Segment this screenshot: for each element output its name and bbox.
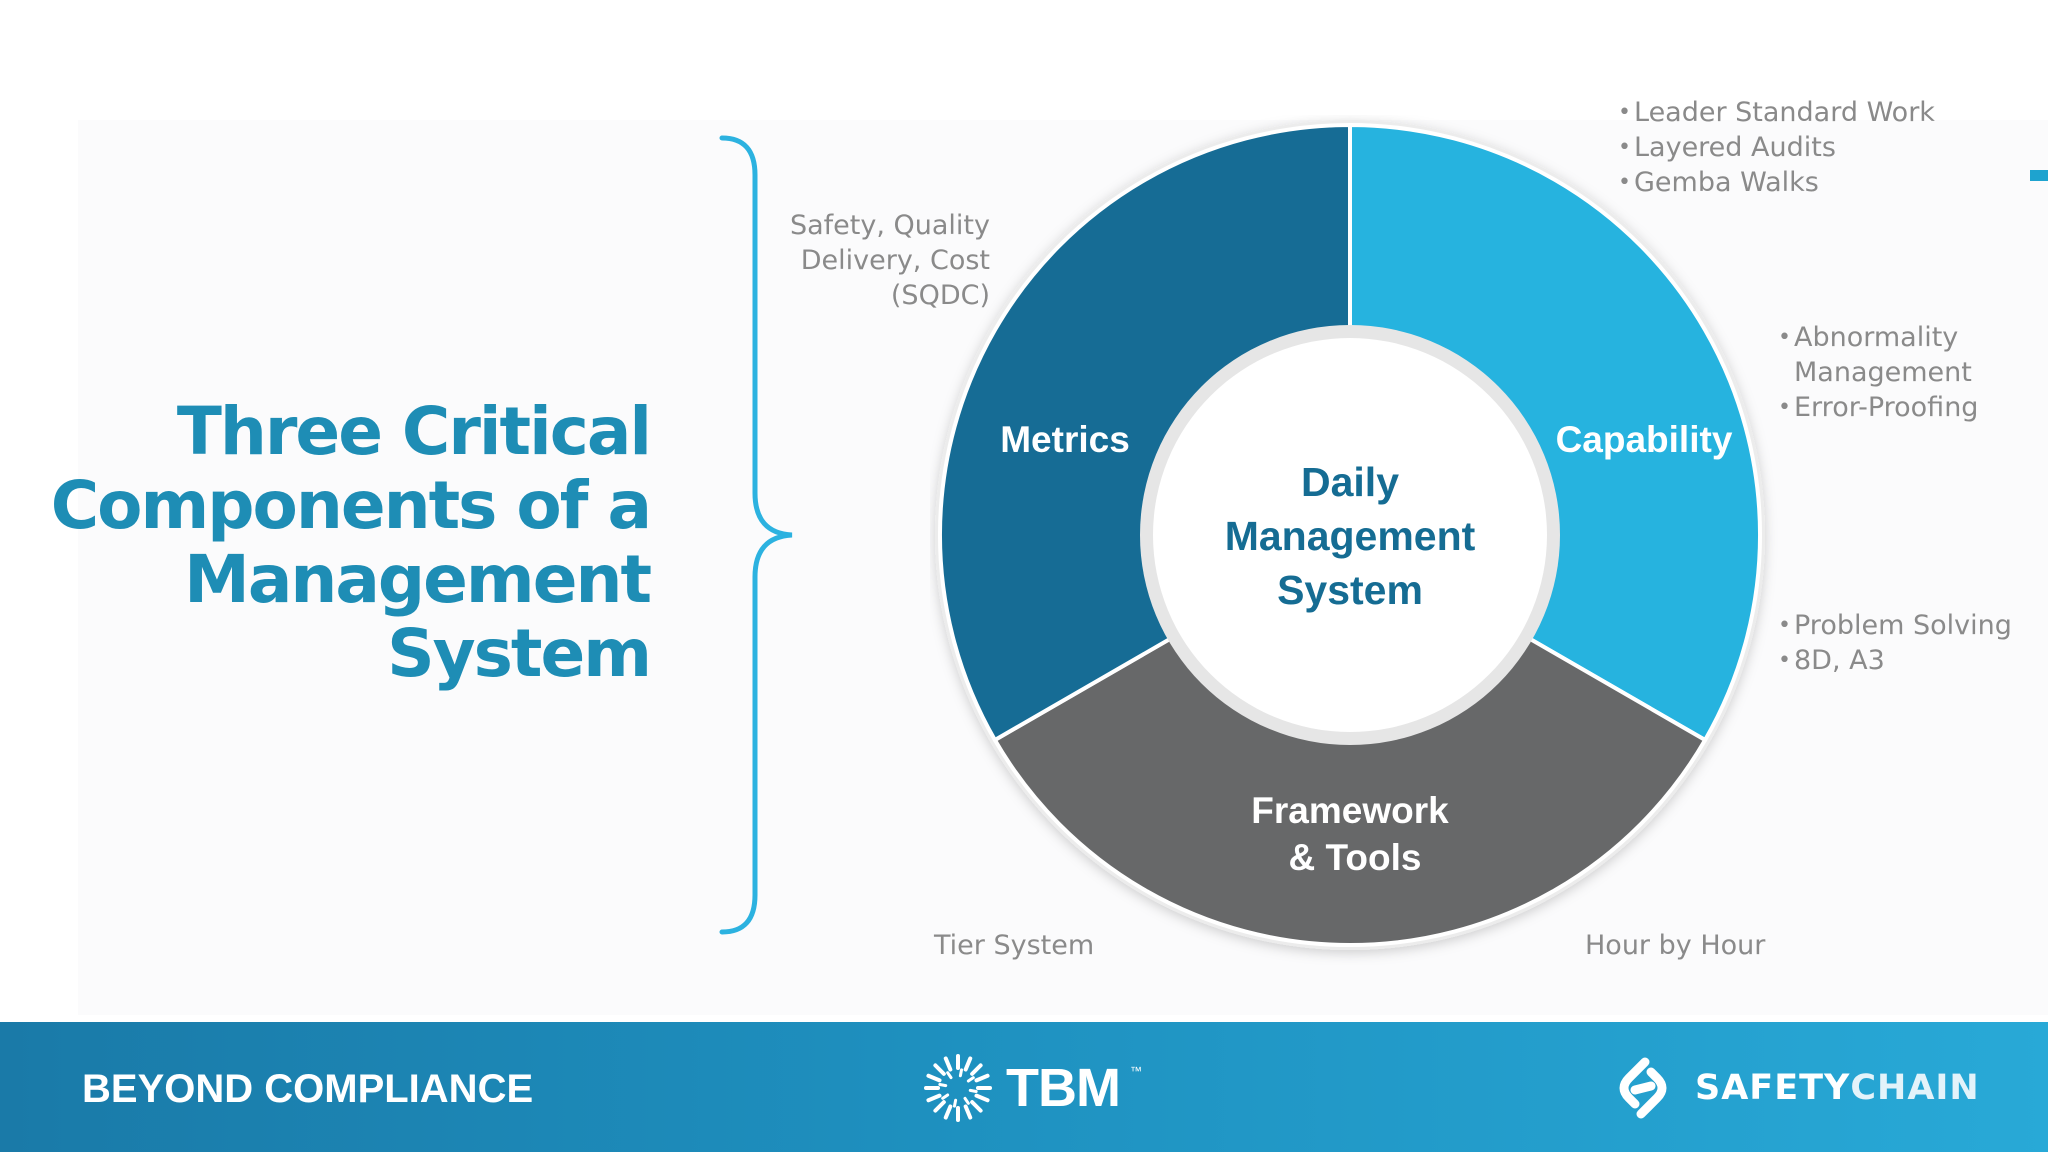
edge-accent-mark <box>2030 170 2048 181</box>
safetychain-logo-text-1: SAFETY <box>1695 1068 1851 1108</box>
safetychain-logo-text: SAFETYCHAIN <box>1695 1068 1980 1108</box>
segment-label-framework-1: Framework <box>1251 790 1449 831</box>
center-label-line-3: System <box>1277 567 1423 613</box>
note-item-leader-standard-work: Leader Standard Work <box>1618 95 1935 130</box>
safetychain-logo: SAFETYCHAIN <box>1605 1050 1980 1126</box>
note-capability-bottom: Problem Solving 8D, A3 <box>1778 608 2012 678</box>
title-line-4: System <box>387 615 652 692</box>
title-line-3: Management <box>184 541 652 618</box>
note-item-gemba-walks: Gemba Walks <box>1618 165 1935 200</box>
note-item-8d-a3: 8D, A3 <box>1778 643 2012 678</box>
tbm-trademark: ™ <box>1129 1064 1142 1078</box>
note-hour-by-hour: Hour by Hour <box>1585 930 1766 961</box>
note-capability-mid: Abnormality Management Error-Proofing <box>1778 320 1978 425</box>
note-item-error-proofing: Error-Proofing <box>1778 390 1978 425</box>
segment-label-capability: Capability <box>1556 419 1733 460</box>
note-item-abnormality-cont: Management <box>1794 357 1972 388</box>
donut-diagram: Metrics Capability Framework & Tools Dai… <box>935 120 1765 950</box>
note-item-problem-solving: Problem Solving <box>1778 608 2012 643</box>
title-line-1: Three Critical <box>176 393 652 470</box>
center-label-line-2: Management <box>1225 513 1476 559</box>
note-item-layered-audits: Layered Audits <box>1618 130 1935 165</box>
donut-center <box>1153 338 1547 732</box>
center-label-line-1: Daily <box>1301 459 1399 505</box>
note-capability-top: Leader Standard Work Layered Audits Gemb… <box>1618 95 1935 200</box>
note-tier-system: Tier System <box>934 930 1095 961</box>
tbm-logo: TBM ™ <box>920 1048 1142 1128</box>
segment-label-framework-2: & Tools <box>1289 837 1422 878</box>
curly-brace <box>719 135 793 935</box>
segment-label-metrics: Metrics <box>1000 419 1130 460</box>
chain-link-icon <box>1619 1057 1667 1119</box>
slide-title: Three Critical Components of a Managemen… <box>30 393 652 692</box>
note-item-abnormality: Abnormality <box>1778 320 1978 355</box>
note-metrics-line-3: (SQDC) <box>890 280 990 311</box>
tbm-logo-text: TBM <box>1006 1058 1121 1118</box>
safetychain-logo-text-2: CHAIN <box>1850 1068 1980 1108</box>
footer-bar: BEYOND COMPLIANCE <box>0 1022 2048 1152</box>
note-metrics-line-2: Delivery, Cost <box>800 245 990 276</box>
title-line-2: Components of a <box>50 467 652 544</box>
slide: Three Critical Components of a Managemen… <box>0 0 2048 1022</box>
starburst-icon <box>924 1054 992 1122</box>
note-metrics-line-1: Safety, Quality <box>789 210 990 241</box>
footer-tagline: BEYOND COMPLIANCE <box>82 1067 534 1111</box>
note-metrics: Safety, Quality Delivery, Cost (SQDC) <box>790 208 990 313</box>
